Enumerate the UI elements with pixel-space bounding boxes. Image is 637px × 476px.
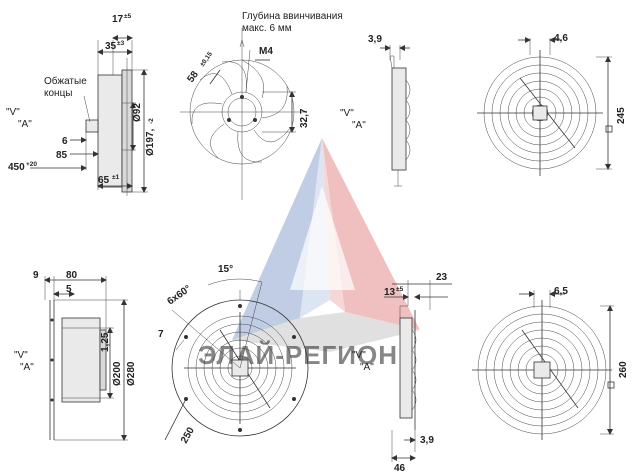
note-depth-1: Глубина ввинчивания xyxy=(242,10,343,22)
dim-7: 7 xyxy=(158,329,164,340)
front-view-impeller-top xyxy=(180,28,305,200)
tol-17: ±5 xyxy=(124,13,132,20)
dim-d280: Ø280 xyxy=(126,361,137,386)
tol-35: ±3 xyxy=(117,40,125,47)
front-view-guard-bottom-right xyxy=(472,290,615,440)
dim-245: 245 xyxy=(616,107,627,124)
label-view-a-4: "A" xyxy=(360,362,374,373)
tol-65: ±1 xyxy=(112,174,120,181)
dim-13: 13 xyxy=(384,287,396,298)
watermark-logo xyxy=(232,138,420,352)
label-thread-m4: M4 xyxy=(259,46,273,57)
tol-d197: -2 xyxy=(148,118,155,124)
note-depth-2: макс. 6 мм xyxy=(242,23,292,34)
tol-13: ±5 xyxy=(396,286,404,293)
dim-15-deg: 15° xyxy=(218,264,233,275)
front-view-guard-top xyxy=(477,37,613,176)
dim-3-9-top: 3,9 xyxy=(368,34,382,45)
dim-65: 65 xyxy=(98,175,110,186)
dim-32-7: 32,7 xyxy=(299,108,310,128)
label-view-v-2: "V" xyxy=(340,108,354,119)
label-view-v-3: "V" xyxy=(14,350,28,361)
dim-4-6: 4,6 xyxy=(554,33,568,44)
watermark-text: ЭЛАЙ-РЕГИОН xyxy=(198,340,398,370)
dim-9: 9 xyxy=(33,270,39,281)
dim-3-9-bottom: 3,9 xyxy=(420,435,434,446)
label-view-a-1: "A" xyxy=(18,119,32,130)
dim-46: 46 xyxy=(394,463,406,474)
dim-260: 260 xyxy=(618,361,629,378)
dim-17: 17 xyxy=(112,14,124,25)
dim-d92: Ø92 xyxy=(132,103,143,122)
label-view-a-3: "A" xyxy=(20,362,34,373)
side-view-motor-bottom xyxy=(44,276,128,441)
dim-23: 23 xyxy=(436,272,448,283)
dim-1-25: 1,25 xyxy=(100,332,111,352)
dim-6x60: 6x60° xyxy=(165,283,193,307)
dim-d200: Ø200 xyxy=(112,361,123,386)
tol-450: +20 xyxy=(26,161,37,168)
dim-85: 85 xyxy=(56,150,68,161)
dim-d197: Ø197, xyxy=(145,129,156,156)
label-view-v-1: "V" xyxy=(6,107,20,118)
dim-5: 5 xyxy=(66,284,72,295)
dim-6: 6 xyxy=(62,136,68,147)
side-view-guard-bottom xyxy=(384,280,452,462)
dim-35: 35 xyxy=(105,41,117,52)
side-view-motor-top xyxy=(30,35,148,196)
label-view-v-4: "V" xyxy=(352,350,366,361)
front-view-guard-bottom xyxy=(164,278,309,441)
dim-6-5: 6,5 xyxy=(554,286,568,297)
side-view-guard-top xyxy=(380,45,411,187)
note-crimp-2: концы xyxy=(44,88,73,99)
dim-250: 250 xyxy=(179,425,197,445)
tol-58: ±0,15 xyxy=(199,51,214,69)
dim-58: 58 xyxy=(185,69,201,85)
dim-450: 450 xyxy=(8,162,25,173)
note-crimp-1: Обжатые xyxy=(44,75,87,87)
dim-80: 80 xyxy=(66,270,78,281)
label-view-a-2: "A" xyxy=(352,120,366,131)
